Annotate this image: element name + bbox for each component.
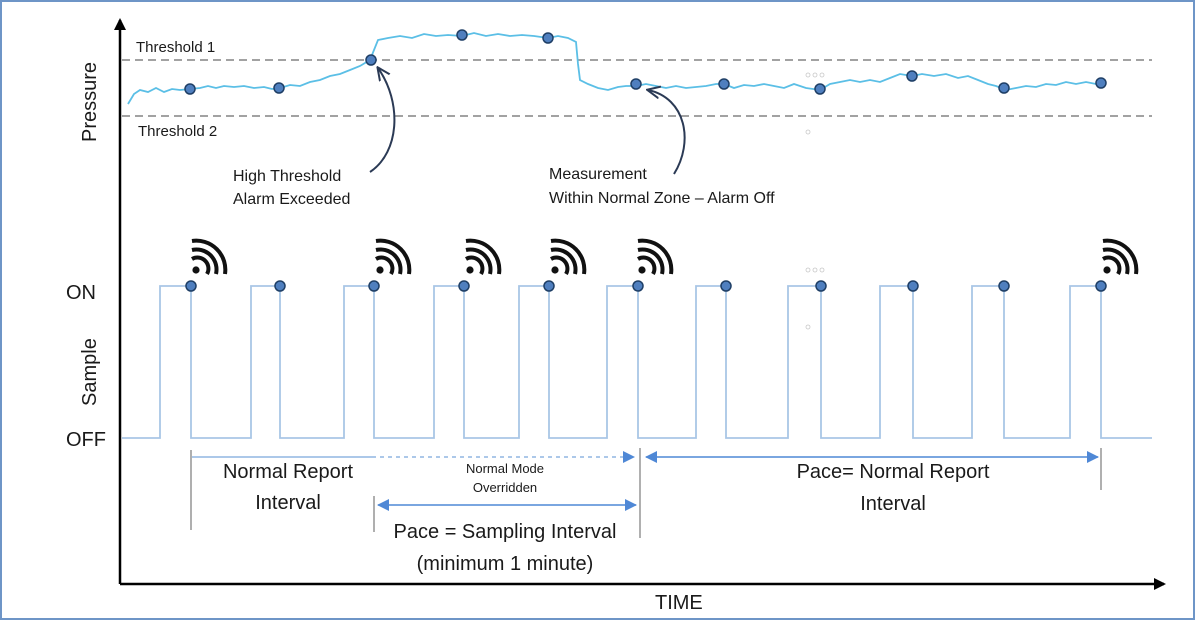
- high-alarm-label-line2: Alarm Exceeded: [233, 191, 350, 208]
- sample-marker: [458, 280, 470, 292]
- normal-report-label-line1: Normal Report: [223, 461, 353, 483]
- normal-report-label-line2: Interval: [255, 492, 321, 514]
- normal-zone-arrow: [648, 90, 686, 175]
- wifi-signal-icon: [464, 238, 502, 276]
- pressure-marker: [814, 83, 826, 95]
- wifi-signal-icon: [1101, 238, 1139, 276]
- x-axis-label-time: TIME: [655, 592, 703, 614]
- pace-normal-label-line1: Pace= Normal Report: [797, 461, 990, 483]
- pressure-marker: [1095, 77, 1107, 89]
- sample-marker: [274, 280, 286, 292]
- wifi-signal-icon: [549, 238, 587, 276]
- sample-marker: [368, 280, 380, 292]
- pressure-marker: [456, 29, 468, 41]
- high-alarm-arrow: [369, 68, 396, 173]
- pressure-marker: [365, 54, 377, 66]
- sample-marker: [1095, 280, 1107, 292]
- sample-marker: [632, 280, 644, 292]
- pressure-marker: [718, 78, 730, 90]
- pressure-marker: [630, 78, 642, 90]
- high-alarm-label-line1: High Threshold: [233, 168, 341, 185]
- wifi-signal-icon: [191, 238, 228, 275]
- pressure-marker: [542, 32, 554, 44]
- sample-markers: [185, 280, 1107, 292]
- pressure-marker: [273, 82, 285, 94]
- sample-marker: [998, 280, 1010, 292]
- threshold-2-label: Threshold 2: [138, 123, 217, 140]
- pressure-marker: [184, 83, 196, 95]
- pressure-marker: [906, 70, 918, 82]
- off-label: OFF: [66, 429, 106, 451]
- normal-mode-overridden-line2: Overridden: [473, 480, 537, 495]
- sample-marker: [543, 280, 555, 292]
- sample-marker: [907, 280, 919, 292]
- pressure-trace: [127, 32, 1106, 105]
- sample-marker: [185, 280, 197, 292]
- sample-pulse-train: [122, 285, 1152, 439]
- sample-marker: [815, 280, 827, 292]
- wifi-signal-icon: [636, 238, 674, 276]
- pace-sampling-label-line1: Pace = Sampling Interval: [394, 521, 617, 543]
- wifi-signal-icon: [374, 238, 412, 276]
- pressure-marker: [998, 82, 1010, 94]
- sample-marker: [720, 280, 732, 292]
- normal-mode-overridden-line1: Normal Mode: [466, 461, 544, 476]
- faint-dots: [805, 72, 825, 330]
- pace-sampling-label-line2: (minimum 1 minute): [417, 553, 594, 575]
- normal-zone-label-line1: Measurement: [549, 166, 647, 183]
- normal-zone-label-line2: Within Normal Zone – Alarm Off: [549, 190, 775, 207]
- on-label: ON: [66, 282, 96, 304]
- pressure-markers: [184, 29, 1107, 95]
- y-axis-label-sample: Sample: [79, 338, 101, 406]
- y-axis-label-pressure: Pressure: [79, 62, 101, 142]
- threshold-1-label: Threshold 1: [136, 39, 215, 56]
- pace-normal-label-line2: Interval: [860, 493, 926, 515]
